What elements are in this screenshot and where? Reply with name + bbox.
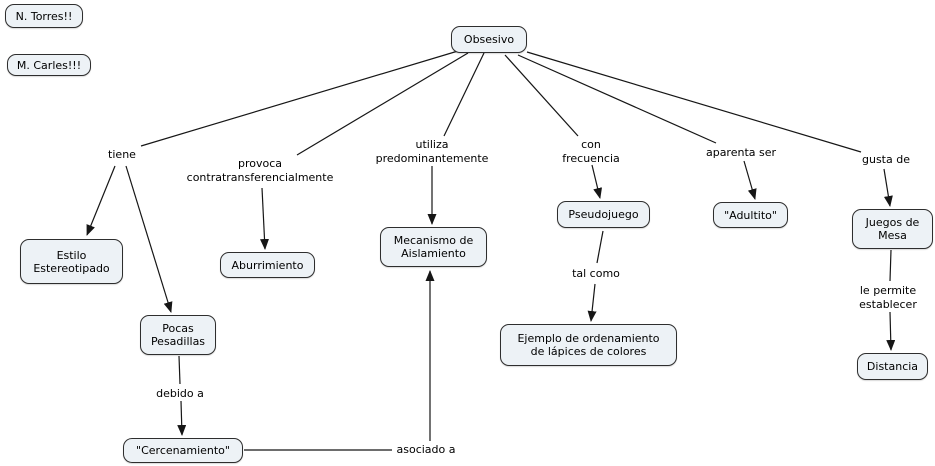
concept-node-adultito[interactable]: "Adultito" (713, 202, 788, 228)
connection-aparenta-ser-to-adultito (743, 160, 757, 200)
concept-node-pseudojuego[interactable]: Pseudojuego (557, 201, 650, 228)
concept-node-distancia[interactable]: Distancia (857, 353, 928, 380)
connection-tiene-to-estilo (86, 165, 116, 236)
connection-obsesivo-to-aparenta-ser (517, 54, 717, 144)
link-label-le-permite[interactable]: le permite establecer (859, 284, 917, 311)
concept-node-pocas[interactable]: Pocas Pesadillas (140, 315, 216, 355)
concept-node-n-torres[interactable]: N. Torres!! (5, 4, 83, 28)
connection-pseudojuego-to-tal-como (596, 230, 604, 264)
link-label-gusta-de[interactable]: gusta de (862, 153, 910, 166)
link-label-utiliza[interactable]: utiliza predominantemente (375, 138, 489, 165)
connection-obsesivo-to-utiliza (443, 52, 485, 137)
connection-obsesivo-to-con-frecuencia (504, 54, 579, 137)
connection-juegos-to-le-permite (889, 249, 892, 282)
concept-node-estilo[interactable]: Estilo Estereotipado (20, 239, 123, 284)
connection-le-permite-to-distancia (886, 311, 896, 351)
link-label-asociado-a[interactable]: asociado a (396, 443, 456, 456)
link-label-provoca[interactable]: provoca contratransferencialmente (186, 157, 334, 184)
concept-node-aburrimiento[interactable]: Aburrimiento (220, 252, 315, 278)
concept-node-cercenamiento[interactable]: "Cercenamiento" (123, 438, 243, 463)
connection-obsesivo-to-tiene (140, 50, 459, 147)
concept-node-juegos[interactable]: Juegos de Mesa (852, 209, 933, 249)
connection-debido-a-to-cercenamiento (177, 400, 187, 436)
link-label-tiene[interactable]: tiene (108, 148, 136, 161)
link-label-tal-como[interactable]: tal como (572, 267, 620, 280)
concept-node-mecanismo[interactable]: Mecanismo de Aislamiento (380, 227, 487, 267)
connection-obsesivo-to-gusta-de (526, 51, 862, 153)
link-label-debido-a[interactable]: debido a (156, 387, 204, 400)
link-label-aparenta-ser[interactable]: aparenta ser (705, 146, 777, 159)
connection-con-frecuencia-to-pseudojuego (591, 164, 603, 199)
connection-provoca-to-aburrimiento (260, 187, 270, 250)
concept-node-m-carles[interactable]: M. Carles!!! (7, 54, 91, 76)
connection-gusta-de-to-juegos (883, 168, 893, 207)
link-label-con-frecuencia[interactable]: con frecuencia (562, 138, 620, 165)
connection-pocas-to-debido-a (178, 355, 181, 385)
connection-lines-group (86, 50, 896, 451)
connection-tiene-to-pocas (125, 165, 173, 313)
concept-node-ejemplo[interactable]: Ejemplo de ordenamiento de lápices de co… (500, 324, 677, 366)
concept-node-obsesivo[interactable]: Obsesivo (451, 26, 527, 53)
connection-tal-como-to-ejemplo (587, 283, 597, 322)
